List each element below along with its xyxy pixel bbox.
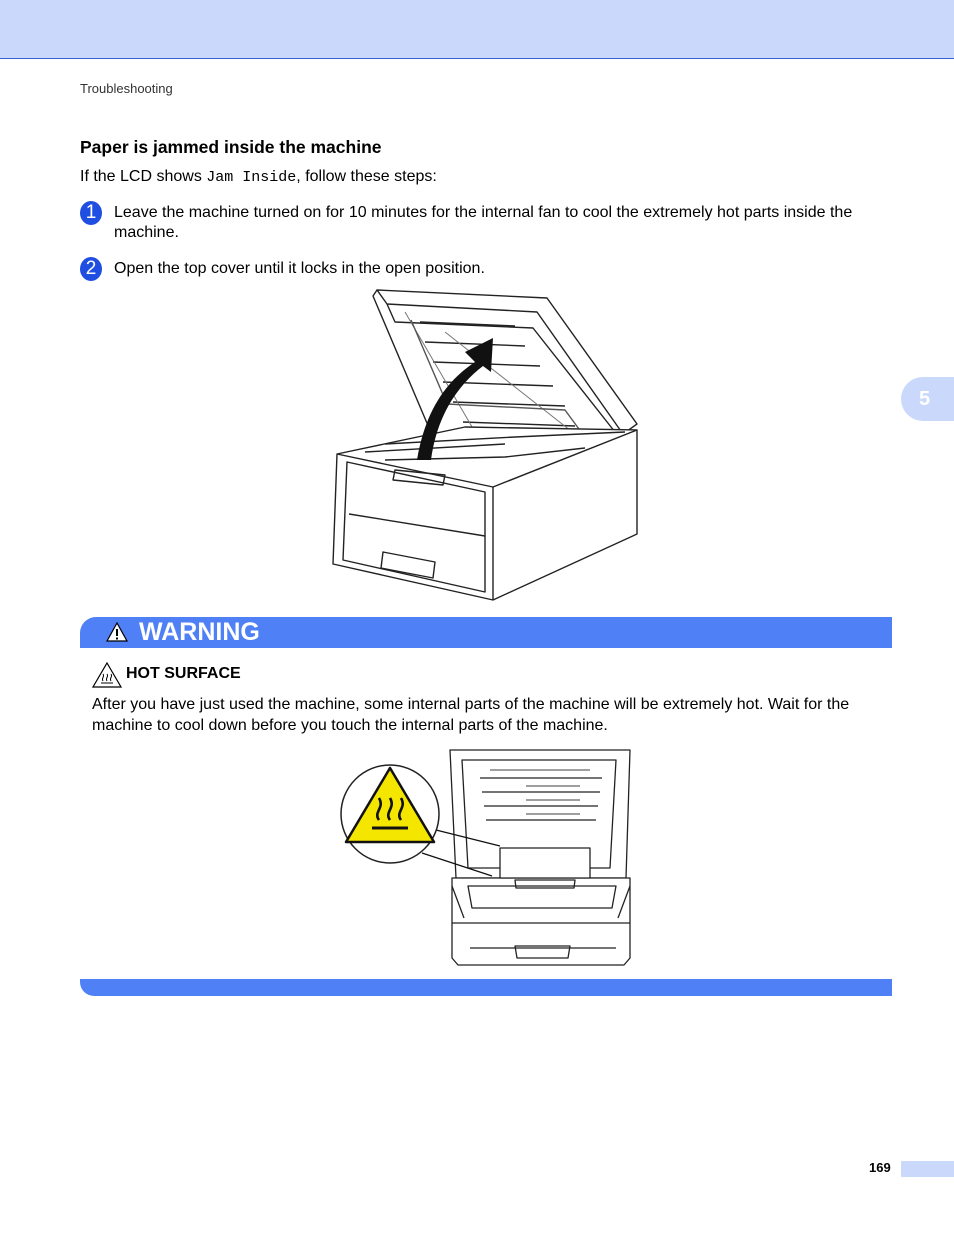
page-tab <box>901 1161 954 1177</box>
up-arrow-icon <box>417 338 493 460</box>
breadcrumb: Troubleshooting <box>80 81 173 96</box>
step-2-badge: 2 <box>80 257 102 281</box>
step-2-text: Open the top cover until it locks in the… <box>114 260 485 277</box>
chapter-tab[interactable]: 5 <box>901 377 954 421</box>
step-1-text: Leave the machine turned on for 10 minut… <box>114 204 853 241</box>
section-heading: Paper is jammed inside the machine <box>80 137 382 157</box>
printer-open-cover-illustration <box>332 289 638 601</box>
intro-after: , follow these steps: <box>296 168 437 185</box>
header-band <box>0 0 954 59</box>
warning-title: WARNING <box>139 618 260 646</box>
page-number: 169 <box>869 1160 891 1175</box>
warning-triangle-icon <box>106 622 128 642</box>
intro-text: If the LCD shows Jam Inside, follow thes… <box>80 168 437 186</box>
warning-banner <box>80 617 892 648</box>
hot-surface-text: After you have just used the machine, so… <box>92 696 850 734</box>
hot-surface-illustration <box>340 749 631 966</box>
hot-surface-label: HOT SURFACE <box>126 665 241 682</box>
warning-bottom-bar <box>80 979 892 996</box>
hot-surface-icon <box>92 662 122 688</box>
intro-before: If the LCD shows <box>80 168 207 185</box>
step-1-badge: 1 <box>80 201 102 225</box>
lcd-message: Jam Inside <box>206 169 297 186</box>
